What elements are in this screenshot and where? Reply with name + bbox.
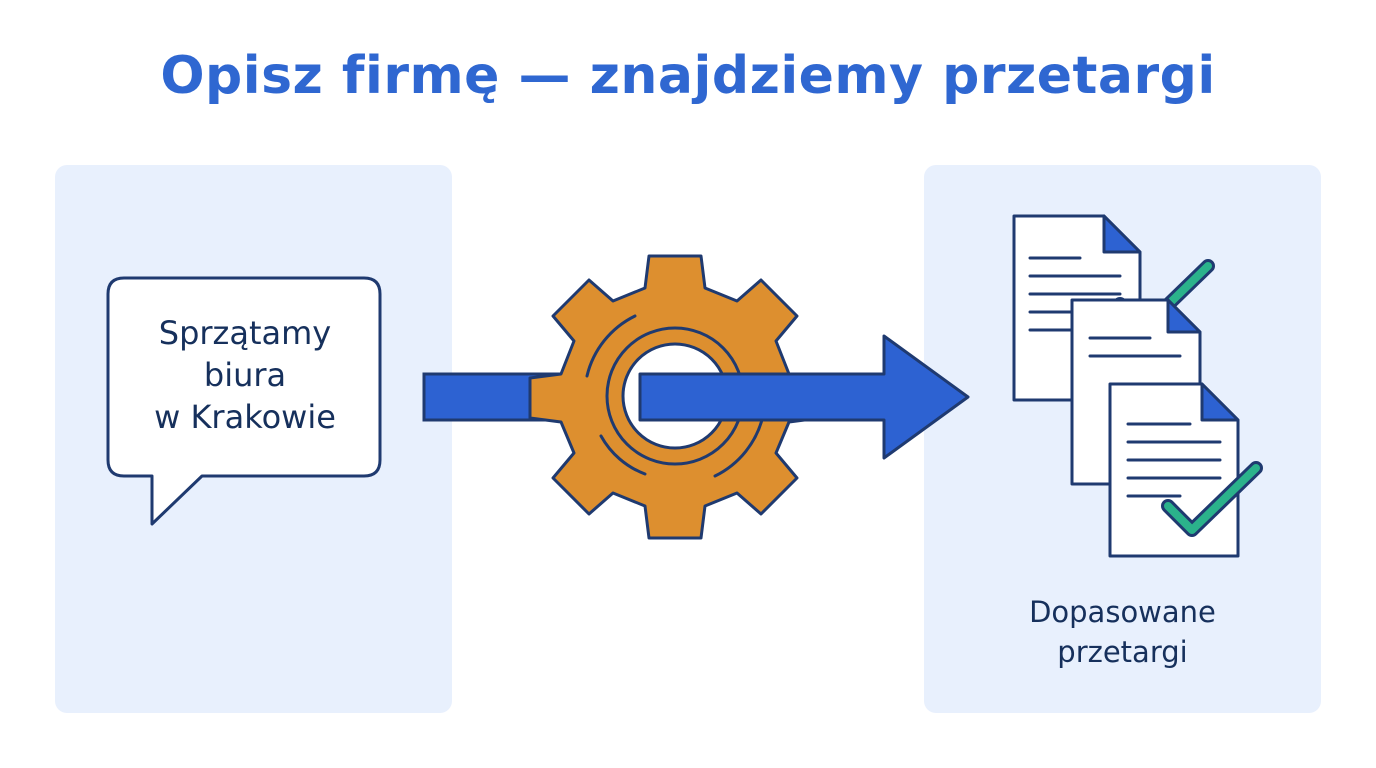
bubble-text: Sprzątamy biura w Krakowie — [112, 312, 378, 438]
page-title: Opisz firmę — znajdziemy przetargi — [160, 46, 1216, 106]
document-icon — [1108, 382, 1240, 558]
result-label-line: Dopasowane — [1029, 595, 1216, 629]
bubble-line: Sprzątamy — [158, 314, 332, 352]
speech-bubble-icon — [106, 276, 382, 526]
result-label: Dopasowane przetargi — [924, 592, 1321, 672]
checkmark-icon — [1161, 461, 1263, 537]
bubble-line: biura — [203, 356, 287, 394]
result-label-line: przetargi — [1057, 635, 1188, 669]
arrow-right-icon — [638, 334, 970, 460]
bubble-line: w Krakowie — [154, 398, 336, 436]
